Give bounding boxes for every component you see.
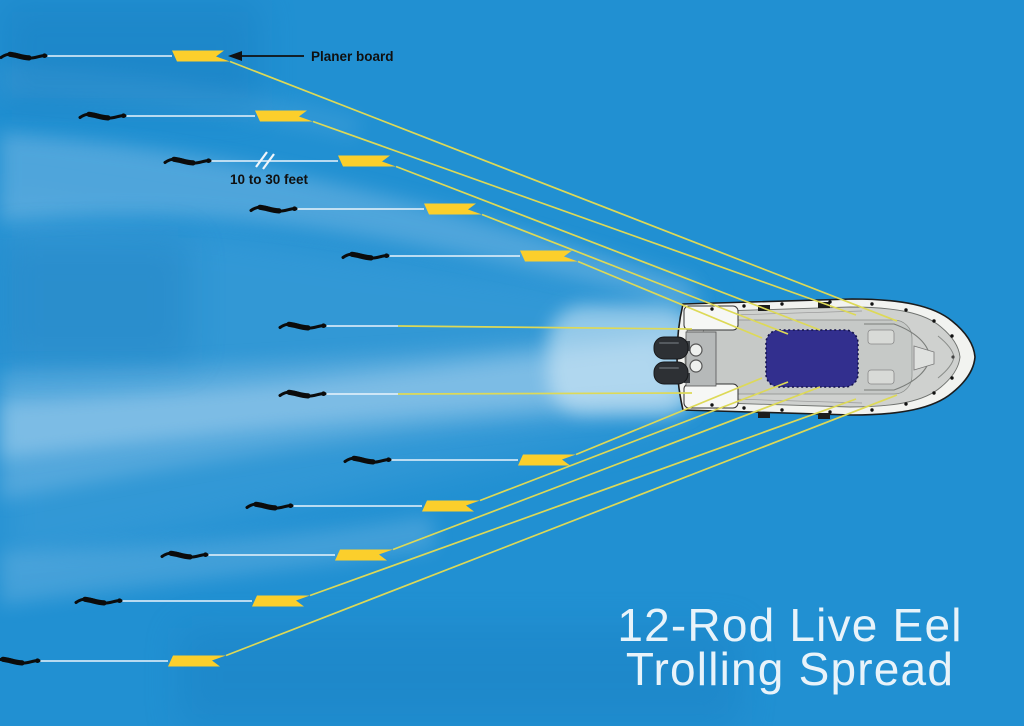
eel-body-thick — [0, 656, 25, 666]
eel-head — [117, 598, 122, 603]
title-line-2: Trolling Spread — [626, 643, 954, 695]
planer-board-rod-10 — [335, 549, 393, 561]
t-top-canopy — [765, 329, 859, 388]
eel-rod-8 — [343, 455, 392, 465]
planer-board-rod-4 — [424, 203, 482, 215]
eel-body-thick — [351, 455, 376, 465]
deck-hatch-2 — [818, 302, 830, 308]
eel-body-thick — [7, 51, 32, 61]
dark-patch-mid-left — [0, 238, 190, 363]
eel-body-thick — [168, 550, 193, 560]
live-eels — [0, 51, 392, 666]
tow-line-rod-11 — [309, 398, 857, 597]
hash-mark-1 — [255, 151, 268, 168]
eel-head — [206, 158, 211, 163]
eel-head — [321, 391, 326, 396]
outboard-engine-bottom — [653, 361, 689, 385]
eel-body-thick — [286, 389, 311, 399]
eel-head — [35, 658, 40, 663]
fishing-lines — [39, 55, 898, 662]
planer-board-label: Planer board — [311, 49, 394, 64]
planer-boards — [168, 50, 578, 667]
eel-body-thick — [253, 501, 278, 511]
anchor-locker — [913, 345, 935, 371]
eel-rod-5 — [341, 251, 390, 261]
wake-band-mid-inner — [0, 342, 672, 458]
deck-hatch-3 — [758, 412, 770, 418]
tow-line-rod-4 — [481, 213, 789, 335]
eel-head — [386, 457, 391, 462]
callout-arrow-head — [228, 51, 242, 61]
leader-length-callout: 10 to 30 feet — [230, 151, 309, 187]
eel-body-thick — [257, 204, 282, 214]
tow-line-rod-9 — [479, 381, 789, 502]
forward-seat-bottom — [867, 369, 895, 385]
tow-line-rod-12 — [225, 394, 898, 657]
hash-mark-2 — [262, 153, 275, 170]
eel-body-thick — [82, 596, 107, 606]
wake-band-bottom — [0, 515, 436, 606]
boat — [653, 298, 976, 419]
tow-line-rod-2 — [312, 120, 857, 316]
planer-board-rod-3 — [338, 155, 396, 167]
planer-board-rod-8 — [518, 454, 576, 466]
planer-board-rod-1 — [172, 50, 230, 62]
eel-rod-3 — [163, 156, 212, 166]
eel-rod-9 — [245, 501, 294, 511]
tow-line-rod-3 — [395, 165, 821, 331]
eel-rod-4 — [249, 204, 298, 214]
planer-board-rod-11 — [252, 595, 310, 607]
eel-head — [42, 53, 47, 58]
prop-wash — [548, 306, 698, 414]
tow-line-rod-6 — [397, 325, 693, 330]
planer-board-callout: Planer board — [228, 49, 394, 64]
eel-rod-2 — [78, 111, 127, 121]
title-line-1: 12-Rod Live Eel — [617, 599, 962, 651]
planer-board-rod-2 — [255, 110, 313, 122]
tow-line-rod-1 — [229, 60, 898, 322]
transom-plate — [685, 331, 717, 387]
eel-head — [288, 503, 293, 508]
forward-seat-top — [867, 329, 895, 345]
planer-board-rod-12 — [168, 655, 226, 667]
bow-cleat — [951, 355, 955, 359]
eel-head — [384, 253, 389, 258]
planer-board-rod-9 — [422, 500, 480, 512]
eel-rod-11 — [74, 596, 123, 606]
eel-body-thick — [349, 251, 374, 261]
eel-body-thick — [171, 156, 196, 166]
dark-patch-bottom — [180, 628, 740, 726]
deck-hatch-4 — [818, 413, 830, 419]
eel-body-thick — [286, 321, 311, 331]
leader-length-label: 10 to 30 feet — [230, 172, 309, 187]
eel-head — [321, 323, 326, 328]
eel-rod-1 — [0, 51, 48, 61]
tow-line-rod-8 — [575, 377, 763, 456]
eel-body-thick — [86, 111, 111, 121]
tow-line-rod-10 — [392, 386, 821, 551]
tow-line-rod-5 — [577, 260, 763, 339]
planer-board-rod-5 — [520, 250, 578, 262]
eel-rod-7 — [278, 389, 327, 399]
eel-rod-12 — [0, 656, 41, 666]
tow-line-rod-7 — [397, 392, 693, 395]
eel-head — [121, 113, 126, 118]
transom-hatch-top — [689, 343, 703, 357]
eel-head — [292, 206, 297, 211]
diagram-title: 12-Rod Live Eel Trolling Spread — [617, 599, 962, 695]
transom-hatch-bottom — [689, 359, 703, 373]
eel-head — [203, 552, 208, 557]
wake-band-top — [0, 132, 700, 308]
gunwale-cleats — [710, 300, 954, 414]
eel-rod-6 — [278, 321, 327, 331]
dark-patch-top-left — [0, 0, 260, 110]
outboard-engine-top — [653, 336, 689, 360]
eel-rod-10 — [160, 550, 209, 560]
